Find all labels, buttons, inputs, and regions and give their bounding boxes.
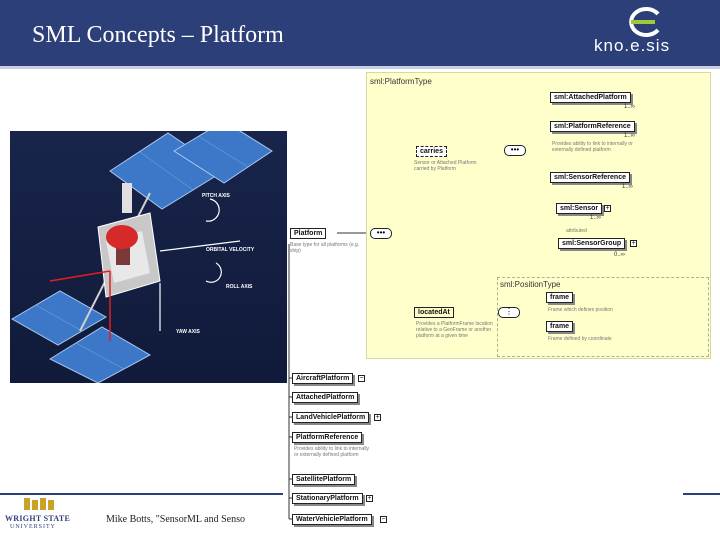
sensor-group-node: sml:SensorGroup	[558, 238, 626, 249]
platform-reference-subtype-node: PlatformReference	[292, 432, 363, 443]
located-at-choice-icon: ⋮	[498, 307, 520, 318]
frame-1-note: Frame which defines position	[548, 307, 613, 313]
carries-node: carries	[416, 146, 447, 157]
footer-citation: Mike Botts, "SensorML and Senso	[106, 514, 245, 525]
attached-platform-node: sml:AttachedPlatform	[550, 92, 631, 103]
attached-platform-multiplicity: 1..∞	[624, 104, 635, 110]
wright-state-logo-icon	[24, 498, 54, 510]
land-vehicle-platform-node: LandVehiclePlatform	[292, 412, 370, 423]
footer-rule-right	[683, 493, 720, 495]
stationary-platform-node: StationaryPlatform	[292, 493, 363, 504]
attributed-label: attributed	[566, 228, 587, 234]
frame-node-1: frame	[546, 292, 574, 303]
carries-sequence-icon: •••	[504, 145, 526, 156]
wright-state-logo-text: WRIGHT STATE	[5, 514, 71, 523]
wright-state-logo-sub: UNIVERSITY	[10, 524, 56, 530]
platform-sequence-icon: •••	[370, 228, 392, 239]
frame-node-2: frame	[546, 321, 574, 332]
satellite-illustration	[10, 131, 273, 383]
header-bar: SML Concepts – Platform kno.e.sis	[0, 0, 720, 66]
sensor-multiplicity: 1..∞	[590, 215, 601, 221]
footer-rule-left	[0, 493, 283, 495]
yaw-axis-label: YAW AXIS	[176, 329, 200, 335]
position-type-panel	[497, 277, 709, 357]
knoesis-logo-icon	[629, 7, 660, 37]
water-vehicle-expand-icon[interactable]: −	[380, 516, 387, 523]
land-vehicle-expand-icon[interactable]: +	[374, 414, 381, 421]
platform-note: Base type for all platforms (e.g. ship)	[290, 242, 360, 254]
located-at-note: Provides a PlatformFrame location relati…	[416, 321, 493, 339]
frame-2-note: Frame defined by coordinate	[548, 336, 612, 342]
sensor-reference-node: sml:SensorReference	[550, 172, 630, 183]
platform-reference-node: sml:PlatformReference	[550, 121, 635, 132]
platform-type-title: sml:PlatformType	[370, 77, 432, 86]
attached-platform-subtype-node: AttachedPlatform	[292, 392, 359, 403]
platform-reference-note: Provides ability to link to internally o…	[552, 141, 633, 153]
platform-reference-subtype-note: Provides ability to link to internally o…	[294, 446, 370, 458]
roll-axis-label: ROLL AXIS	[226, 284, 253, 290]
position-type-title: sml:PositionType	[500, 280, 561, 289]
satellite-image: PITCH AXIS ORBITAL VELOCITY ROLL AXIS YA…	[10, 131, 287, 383]
slide-title: SML Concepts – Platform	[32, 22, 284, 48]
sensor-group-multiplicity: 0..∞	[614, 252, 625, 258]
knoesis-logo-text: kno.e.sis	[594, 36, 671, 55]
platform-node: Platform	[290, 228, 327, 239]
sensor-expand-icon[interactable]: +	[604, 205, 611, 212]
carries-note: Sensor or Attached Platform carried by P…	[414, 160, 477, 172]
sensor-node: sml:Sensor	[556, 203, 603, 214]
header-divider	[0, 66, 720, 69]
water-vehicle-platform-node: WaterVehiclePlatform	[292, 514, 372, 525]
aircraft-platform-expand-icon[interactable]: −	[358, 375, 365, 382]
sensor-reference-multiplicity: 1..∞	[622, 184, 633, 190]
aircraft-platform-node: AircraftPlatform	[292, 373, 354, 384]
platform-reference-multiplicity: 1..∞	[624, 133, 635, 139]
orbital-velocity-label: ORBITAL VELOCITY	[206, 247, 255, 253]
sensor-group-expand-icon[interactable]: +	[630, 240, 637, 247]
stationary-platform-expand-icon[interactable]: +	[366, 495, 373, 502]
satellite-platform-node: SatellitePlatform	[292, 474, 356, 485]
pitch-axis-label: PITCH AXIS	[202, 193, 230, 199]
located-at-node: locatedAt	[414, 307, 454, 318]
